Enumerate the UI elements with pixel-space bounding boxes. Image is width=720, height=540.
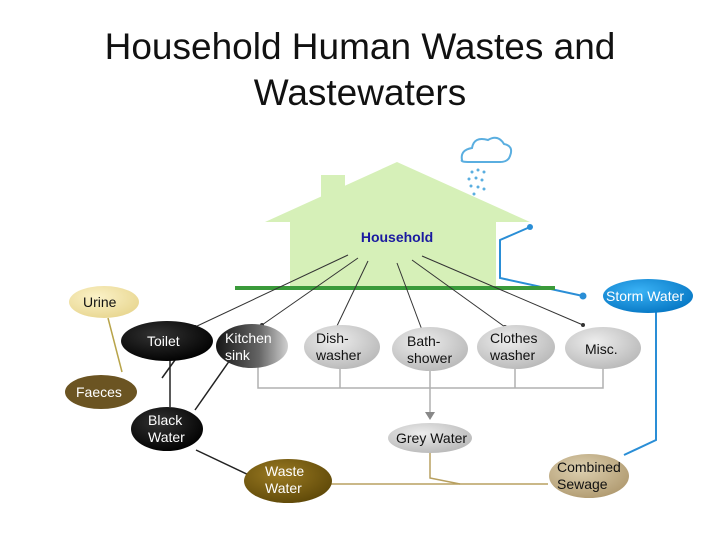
grey-water-lines <box>257 360 604 414</box>
toilet-node: Toilet <box>121 321 213 361</box>
urine-node: Urine <box>69 286 139 318</box>
household-arrows <box>194 254 584 331</box>
kitchen-label-2: sink <box>225 347 251 363</box>
house: Household <box>265 162 530 287</box>
waste-water-label-2: Water <box>265 480 302 496</box>
dishwasher-node: Dish- washer <box>304 325 380 369</box>
toilet-label: Toilet <box>147 333 180 349</box>
faeces-label: Faeces <box>76 384 122 400</box>
clothes-washer-node: Clothes washer <box>477 325 555 369</box>
combined-label-1: Combined <box>557 459 621 475</box>
bath-label-1: Bath- <box>407 333 441 349</box>
storm-water-node: Storm Water <box>603 279 693 313</box>
dishwasher-label-1: Dish- <box>316 330 349 346</box>
grey-water-label: Grey Water <box>396 430 467 446</box>
household-label: Household <box>361 229 433 245</box>
clothes-label-1: Clothes <box>490 330 537 346</box>
bath-label-2: shower <box>407 350 452 366</box>
urine-link <box>107 317 123 373</box>
urine-label: Urine <box>83 294 117 310</box>
waste-water-node: Waste Water <box>244 459 332 503</box>
misc-label: Misc. <box>585 341 618 357</box>
house-body <box>265 162 530 287</box>
title-line-2: Wastewaters <box>253 72 467 113</box>
grey-water-node: Grey Water <box>388 423 472 453</box>
house-chimney <box>321 175 345 205</box>
grey-arrow-head <box>425 412 435 420</box>
clothes-label-2: washer <box>489 347 535 363</box>
title-line-1: Household Human Wastes and <box>104 26 616 67</box>
black-water-label-2: Water <box>148 429 185 445</box>
dishwasher-label-2: washer <box>315 347 361 363</box>
waste-water-label-1: Waste <box>265 463 304 479</box>
bath-shower-node: Bath- shower <box>392 327 468 371</box>
black-lines <box>161 358 256 479</box>
rain-cloud-icon <box>460 136 513 196</box>
kitchen-sink-node: Kitchen sink <box>216 324 288 368</box>
black-water-node: Black Water <box>131 407 203 451</box>
grey-to-waste-line <box>429 452 461 485</box>
combined-sewage-node: Combined Sewage <box>549 454 629 498</box>
misc-node: Misc. <box>565 327 641 369</box>
faeces-node: Faeces <box>65 375 137 409</box>
combined-label-2: Sewage <box>557 476 608 492</box>
black-water-label-1: Black <box>148 412 183 428</box>
kitchen-label-1: Kitchen <box>225 330 272 346</box>
storm-water-label: Storm Water <box>606 288 684 304</box>
slide-title: Household Human Wastes and Wastewaters <box>0 24 720 116</box>
